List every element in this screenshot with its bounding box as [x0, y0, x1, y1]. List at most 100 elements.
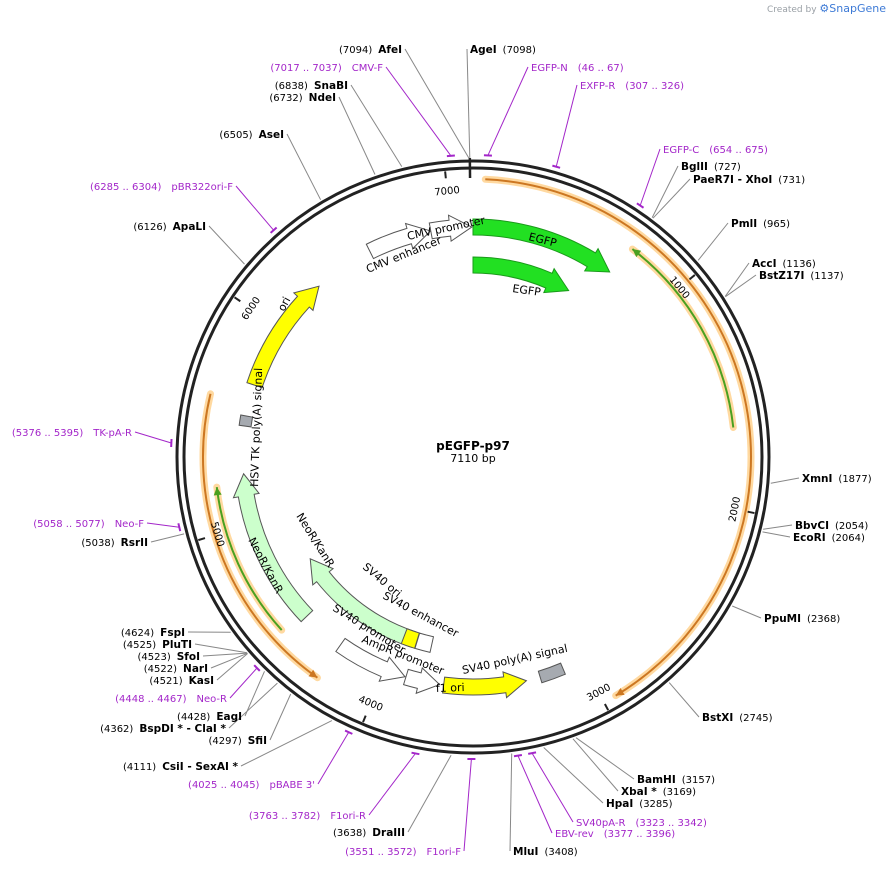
feature-neor-kanr[interactable] — [232, 472, 314, 623]
enzyme-label[interactable]: PpuMI(2368) — [764, 613, 840, 625]
enzyme-label[interactable]: (4428)EagI — [177, 711, 242, 723]
enzyme-site[interactable]: BstZ17I(1137) — [725, 270, 844, 298]
enzyme-site[interactable]: EcoRI(2064) — [762, 531, 865, 544]
enzyme-label[interactable]: (6838)SnaBI — [275, 80, 348, 92]
enzyme-site[interactable]: PpuMI(2368) — [732, 605, 840, 625]
primer-site[interactable]: (4025 .. 4045)pBABE 3' — [188, 729, 353, 791]
enzyme-label[interactable]: XbaI *(3169) — [621, 786, 696, 798]
enzyme-site[interactable]: AgeI(7098) — [466, 44, 536, 159]
primer-site[interactable]: EXFP-R(307 .. 326) — [552, 81, 684, 169]
primer-label[interactable]: (7017 .. 7037)CMV-F — [270, 63, 383, 74]
primer-label[interactable]: (4025 .. 4045)pBABE 3' — [188, 780, 315, 791]
enzyme-site[interactable]: HpaI(3285) — [543, 747, 673, 811]
primer-label[interactable]: EBV-rev(3377 .. 3396) — [555, 829, 675, 840]
enzyme-site[interactable]: PaeR7I - XhoI(731) — [652, 174, 805, 219]
primer-label[interactable]: (6285 .. 6304)pBR322ori-F — [90, 182, 233, 193]
primer-site[interactable]: SV40pA-R(3323 .. 3342) — [528, 751, 707, 829]
feature-ampr-promoter[interactable] — [402, 667, 441, 695]
enzyme-site[interactable]: (4521)KasI — [149, 653, 248, 688]
feature-sv40-promoter[interactable] — [335, 637, 406, 682]
primer-site[interactable]: (3763 .. 3782)F1ori-R — [249, 751, 420, 822]
enzyme-site[interactable]: XmnI(1877) — [770, 473, 872, 485]
primer-site[interactable]: EGFP-N(46 .. 67) — [483, 63, 624, 157]
enzyme-label[interactable]: (4297)SfiI — [208, 735, 267, 747]
enzyme-site[interactable]: MluI(3408) — [509, 753, 578, 859]
enzyme-label[interactable]: (3638)DraIII — [333, 827, 405, 839]
enzyme-label[interactable]: (4111)CsiI - SexAI * — [123, 761, 239, 773]
enzyme-site[interactable]: (5038)RsrII — [81, 533, 185, 549]
primer-site[interactable]: (4448 .. 4467)Neo-R — [115, 664, 261, 705]
primer-site[interactable]: EGFP-C(654 .. 675) — [636, 145, 768, 209]
primer-label[interactable]: (4448 .. 4467)Neo-R — [115, 694, 227, 705]
enzyme-label[interactable]: MluI(3408) — [513, 846, 578, 858]
primer-site[interactable]: (3551 .. 3572)F1ori-F — [345, 757, 476, 858]
feature-egfp[interactable] — [472, 256, 570, 294]
feature-f1-ori[interactable] — [442, 671, 528, 699]
enzyme-label[interactable]: (4522)NarI — [144, 663, 208, 675]
primer-label[interactable]: EXFP-R(307 .. 326) — [580, 81, 684, 92]
enzyme-label[interactable]: (4525)PluTI — [123, 639, 192, 651]
enzyme-label[interactable]: (6505)AseI — [219, 129, 284, 141]
enzyme-site[interactable]: BstXI(2745) — [668, 682, 773, 724]
enzyme-site[interactable]: BglII(727) — [651, 161, 741, 218]
enzyme-label[interactable]: (6732)NdeI — [269, 92, 336, 104]
primer-site[interactable]: EBV-rev(3377 .. 3396) — [513, 754, 675, 840]
feature-cmv-promoter[interactable] — [428, 214, 473, 242]
enzyme-site[interactable]: (4523)SfoI — [137, 651, 248, 663]
feature-ori[interactable] — [246, 285, 320, 389]
enzyme-site[interactable]: (4522)NarI — [144, 652, 248, 675]
enzyme-label[interactable]: EcoRI(2064) — [793, 532, 865, 544]
enzyme-site[interactable]: (7094)AfeI — [339, 44, 470, 159]
enzyme-label[interactable]: (5038)RsrII — [81, 537, 148, 549]
enzyme-site[interactable]: (6505)AseI — [219, 129, 322, 200]
feature-egfp[interactable] — [472, 218, 611, 273]
enzyme-label[interactable]: PmlI(965) — [731, 218, 790, 230]
enzyme-label[interactable]: BstXI(2745) — [702, 712, 773, 724]
enzyme-site[interactable]: (6838)SnaBI — [275, 80, 403, 167]
enzyme-label[interactable]: (4521)KasI — [149, 675, 214, 687]
primer-site[interactable]: (6285 .. 6304)pBR322ori-F — [90, 182, 278, 234]
feature-sv40-enhancer[interactable] — [414, 632, 435, 653]
primer-label[interactable]: (5376 .. 5395)TK-pA-R — [12, 428, 132, 439]
primer-label[interactable]: (3551 .. 3572)F1ori-F — [345, 847, 461, 858]
enzyme-site[interactable]: BamHI(3157) — [575, 737, 715, 786]
enzyme-label[interactable]: HpaI(3285) — [606, 798, 673, 810]
feature-sv40-poly-a-signal[interactable] — [537, 662, 567, 684]
feature-hsv-tk-poly-a-signal[interactable] — [238, 414, 254, 428]
enzyme-site[interactable]: (4525)PluTI — [123, 639, 248, 654]
primer-label[interactable]: (3763 .. 3782)F1ori-R — [249, 811, 366, 822]
enzyme-label[interactable]: AccI(1136) — [752, 258, 816, 270]
enzyme-label[interactable]: BstZ17I(1137) — [759, 270, 844, 282]
enzyme-label[interactable]: (7094)AfeI — [339, 44, 402, 56]
enzyme-site[interactable]: XbaI *(3169) — [572, 738, 696, 798]
enzyme-label[interactable]: (4624)FspI — [121, 627, 185, 639]
primer-label[interactable]: (5058 .. 5077)Neo-F — [33, 519, 144, 530]
enzyme-label[interactable]: BamHI(3157) — [637, 774, 715, 786]
primer-site[interactable]: (5376 .. 5395)TK-pA-R — [12, 428, 173, 448]
primer-site[interactable]: (7017 .. 7037)CMV-F — [270, 63, 455, 158]
enzyme-site[interactable]: (6732)NdeI — [269, 92, 376, 175]
enzyme-site[interactable]: BbvCI(2054) — [763, 520, 868, 532]
enzyme-site[interactable]: (4297)SfiI — [208, 693, 292, 747]
primer-label[interactable]: EGFP-C(654 .. 675) — [663, 145, 768, 156]
enzyme-site[interactable]: PmlI(965) — [697, 218, 790, 261]
enzyme-label[interactable]: BglII(727) — [681, 161, 741, 173]
enzyme-site[interactable]: (4624)FspI — [121, 627, 231, 639]
feature-sv40-ori[interactable] — [400, 628, 420, 649]
enzyme-site[interactable]: (4362)BspDI * - ClaI * — [100, 682, 278, 735]
enzyme-site[interactable]: (3638)DraIII — [333, 754, 452, 839]
primer-label[interactable]: SV40pA-R(3323 .. 3342) — [576, 818, 707, 829]
enzyme-label[interactable]: BbvCI(2054) — [795, 520, 868, 532]
enzyme-site[interactable]: AccI(1136) — [724, 258, 816, 297]
enzyme-label[interactable]: PaeR7I - XhoI(731) — [693, 174, 805, 186]
enzyme-label[interactable]: (4523)SfoI — [137, 651, 200, 663]
enzyme-site[interactable]: (4111)CsiI - SexAI * — [123, 720, 333, 773]
enzyme-site[interactable]: (6126)ApaLI — [133, 221, 245, 265]
enzyme-label[interactable]: AgeI(7098) — [470, 44, 536, 56]
enzyme-site[interactable]: (4428)EagI — [177, 671, 265, 723]
enzyme-label[interactable]: (4362)BspDI * - ClaI * — [100, 723, 226, 735]
primer-label[interactable]: EGFP-N(46 .. 67) — [531, 63, 624, 74]
enzyme-label[interactable]: (6126)ApaLI — [133, 221, 206, 233]
feature-cmv-enhancer[interactable] — [365, 222, 432, 260]
feature-neor-kanr[interactable] — [309, 558, 417, 648]
